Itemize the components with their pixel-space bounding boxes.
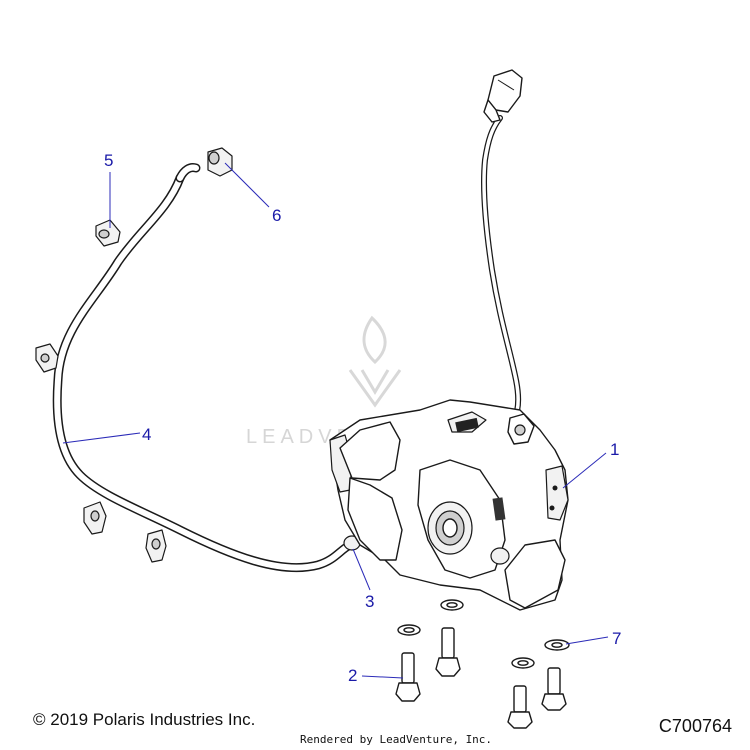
washer-part — [511, 657, 535, 669]
callout-3: 3 — [365, 592, 374, 611]
callout-4: 4 — [142, 425, 151, 444]
copyright-text: © 2019 Polaris Industries Inc. — [33, 710, 256, 729]
bolt-part — [395, 652, 421, 702]
rendered-by-text: Rendered by LeadVenture, Inc. — [300, 733, 493, 746]
hose-clip-part — [145, 529, 167, 563]
leader-lines — [62, 162, 609, 679]
hose-clip-part — [95, 219, 121, 247]
gearcase-assembly-part — [329, 399, 569, 611]
hose-clip-part — [83, 501, 107, 535]
wire-harness-part — [481, 69, 523, 423]
hose-fitting-part — [207, 147, 233, 177]
hose-clip-part — [35, 343, 59, 373]
callout-1: 1 — [610, 440, 619, 459]
callout-7: 7 — [612, 629, 621, 648]
bolt-part — [507, 685, 533, 729]
callout-2: 2 — [348, 666, 357, 685]
callout-labels: 1 2 3 4 5 6 7 — [104, 151, 621, 685]
bolt-part — [435, 627, 461, 677]
diagram-id: C700764 — [658, 716, 732, 736]
callout-6: 6 — [272, 206, 281, 225]
hose-part — [52, 163, 355, 573]
washer-part — [544, 639, 570, 651]
washer-part — [440, 599, 464, 611]
callout-5: 5 — [104, 151, 113, 170]
bolt-part — [541, 667, 567, 711]
washer-part — [397, 624, 421, 636]
